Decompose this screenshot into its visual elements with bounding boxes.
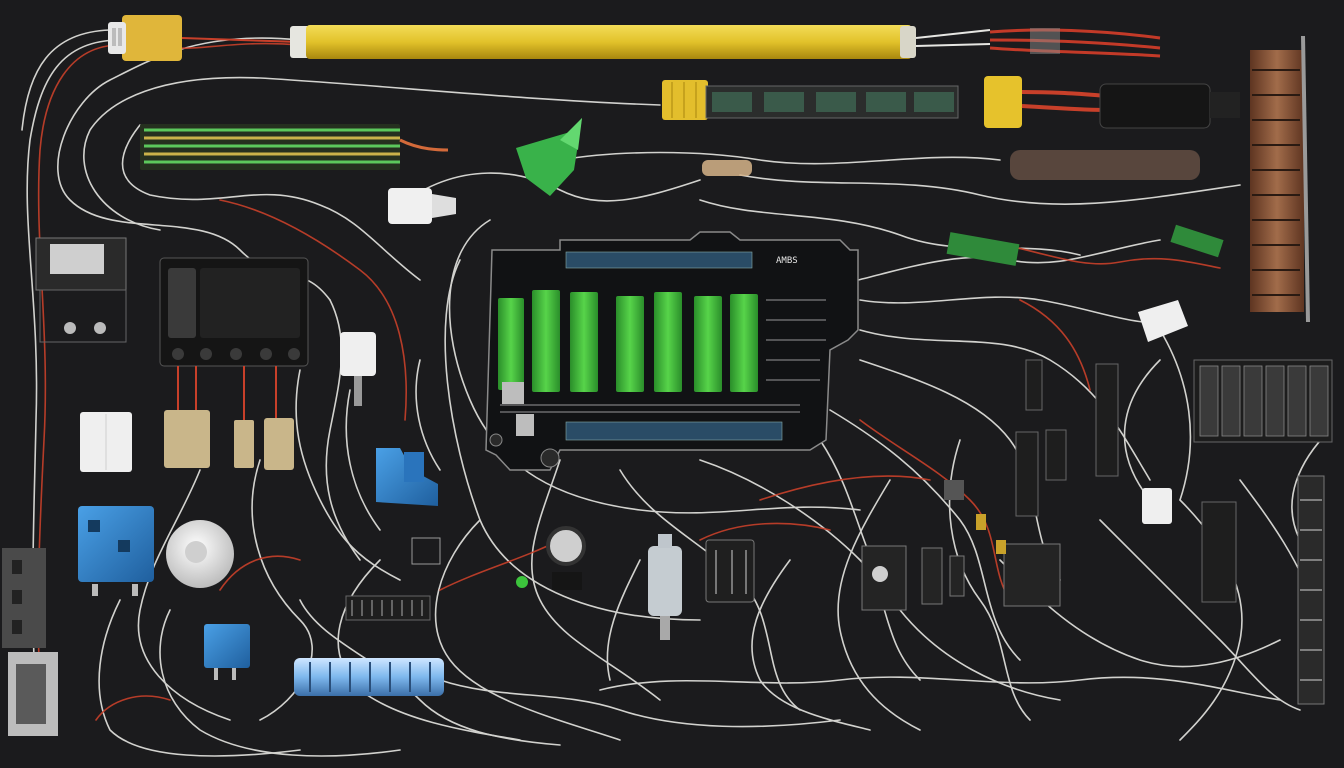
clear-connector-center bbox=[648, 534, 682, 640]
black-cap-part bbox=[546, 526, 586, 590]
right-relay-bank bbox=[1193, 359, 1333, 443]
white-switch bbox=[80, 412, 132, 472]
white-toroid bbox=[166, 520, 234, 588]
blue-relay-small bbox=[204, 624, 250, 680]
small-ic-strip bbox=[345, 537, 441, 621]
white-nozzle-part bbox=[388, 188, 456, 224]
blue-clip-part bbox=[376, 448, 438, 506]
crystal-part-left bbox=[35, 237, 127, 343]
segmented-module bbox=[662, 80, 959, 120]
small-green-pcbs bbox=[946, 224, 1224, 266]
glowing-component bbox=[702, 150, 1200, 180]
green-lead-bundle bbox=[140, 124, 449, 170]
green-led bbox=[516, 576, 528, 588]
green-funnel-part bbox=[516, 118, 582, 196]
green-pcb-modules bbox=[498, 290, 758, 392]
black-terminal-center bbox=[705, 539, 755, 603]
black-relay-box bbox=[159, 257, 309, 367]
left-edge-terminal bbox=[2, 548, 58, 736]
terminal-blocks bbox=[861, 359, 1237, 611]
white-node-right bbox=[1138, 300, 1188, 524]
vertical-rail-right bbox=[1297, 475, 1325, 705]
main-controller-board: AMBS bbox=[485, 231, 859, 471]
board-label: AMBS bbox=[776, 256, 798, 266]
beige-fuse-holders bbox=[164, 366, 294, 470]
clear-capacitor-module bbox=[294, 658, 444, 696]
red-wire-harness bbox=[989, 28, 1161, 58]
yellow-connector-topleft bbox=[108, 15, 301, 61]
white-connector-small bbox=[340, 332, 376, 406]
blue-relay-large bbox=[78, 506, 154, 596]
vertical-header-strip bbox=[1250, 35, 1310, 323]
yellow-plug-cable-top-right bbox=[984, 76, 1240, 129]
yellow-tube-resistor bbox=[290, 25, 991, 59]
